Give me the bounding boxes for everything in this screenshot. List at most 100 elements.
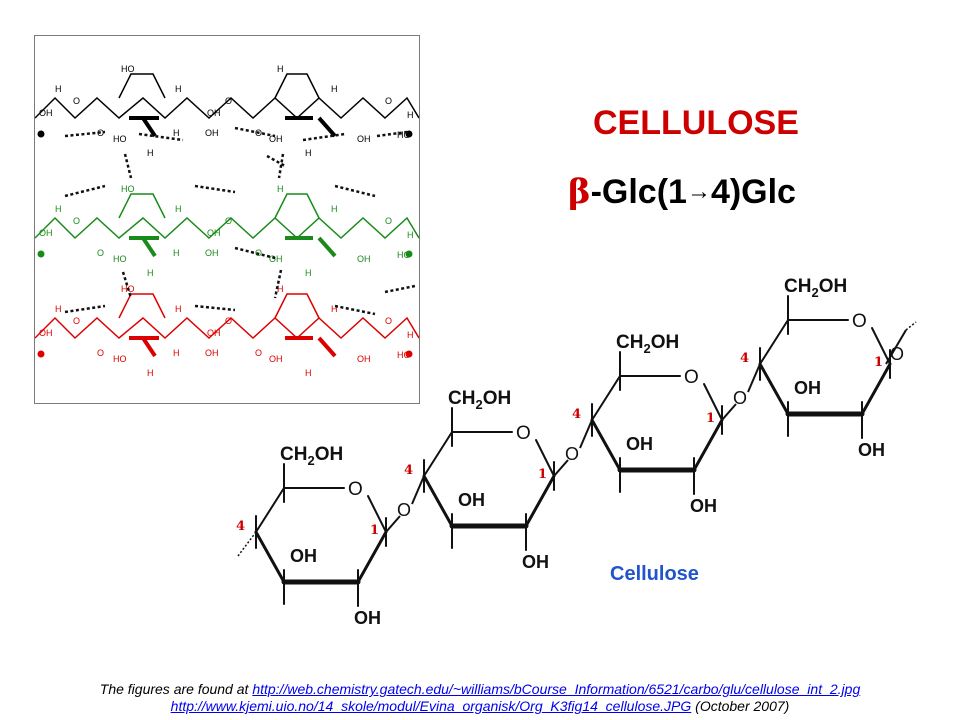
- atom-label: H: [331, 304, 338, 314]
- atom-label: HO: [113, 254, 127, 264]
- atom-label: H: [173, 248, 180, 258]
- hydrogen-bond: [121, 271, 133, 299]
- hydrogen-bond: [64, 184, 106, 198]
- atom-label: H: [173, 128, 180, 138]
- atom-label: O: [225, 316, 232, 326]
- linkage-subtitle: β-Glc(1→4)Glc: [568, 172, 796, 212]
- glycosidic-bond: [385, 515, 401, 533]
- hydrogen-bond: [234, 126, 276, 138]
- slide-title: CELLULOSE: [593, 104, 799, 142]
- footer-intro: The figures are found at: [99, 681, 253, 697]
- chain-end-dot: [37, 130, 45, 138]
- hydrogen-bond: [334, 184, 376, 198]
- chain-end-dot: [405, 250, 413, 258]
- atom-label: H: [305, 148, 312, 158]
- chain-end-dots: [237, 531, 257, 557]
- atom-label: OH: [39, 228, 53, 238]
- subtitle-suffix: 4)Glc: [710, 173, 796, 211]
- atom-label: H: [407, 230, 414, 240]
- bold-bond: [141, 236, 157, 258]
- ring-edge: [274, 73, 320, 99]
- ring-bond: [255, 487, 285, 533]
- atom-label: OH: [269, 354, 283, 364]
- hydroxyl-label: OH: [354, 608, 381, 628]
- chain-end-dot: [405, 130, 413, 138]
- ring-bond: [860, 362, 892, 416]
- position-4-label: 4: [740, 351, 749, 366]
- backbone-bonds: [34, 316, 420, 340]
- terminal-bond: [885, 329, 907, 365]
- glycosidic-bond: [747, 363, 761, 393]
- footer-line-2: http://www.kjemi.uio.no/14_skole/modul/E…: [0, 697, 960, 715]
- atom-label: OH: [207, 328, 221, 338]
- hydroxyl-label: OH: [522, 552, 549, 572]
- atom-label: H: [305, 368, 312, 378]
- ch2oh-tail: OH: [819, 276, 848, 297]
- bold-bond: [141, 336, 157, 358]
- atom-label: O: [225, 216, 232, 226]
- bold-bond: [317, 236, 337, 258]
- position-4-label: 4: [236, 519, 245, 534]
- hydroxyl-label: OH: [858, 440, 885, 460]
- atom-label: OH: [205, 128, 219, 138]
- atom-label: H: [55, 84, 62, 94]
- atom-label: O: [73, 216, 80, 226]
- atom-label: O: [225, 96, 232, 106]
- ch2oh-main: CH: [448, 388, 475, 409]
- atom-label: OH: [39, 328, 53, 338]
- subtitle-prefix: -Glc(1: [590, 173, 687, 211]
- ring-bond: [871, 327, 891, 365]
- hydrogen-bond: [194, 304, 236, 312]
- ring-bond: [703, 383, 723, 421]
- source-link-1[interactable]: http://web.chemistry.gatech.edu/~william…: [252, 681, 861, 697]
- ch2oh-sub: 2: [475, 397, 482, 412]
- hydrogen-bond: [273, 269, 283, 299]
- hydrogen-bond: [266, 154, 286, 168]
- chain-end-dot: [37, 250, 45, 258]
- position-4-label: 4: [404, 463, 413, 478]
- atom-label: O: [97, 248, 104, 258]
- ring-edge: [118, 293, 166, 319]
- atom-label: H: [407, 110, 414, 120]
- atom-label: OH: [39, 108, 53, 118]
- ring-bond: [423, 431, 453, 477]
- atom-label: H: [277, 184, 284, 194]
- strands-svg: OOOOOHOOHHHHHHOOHOHOHHHHHOOHHOOOOOHOOHHH…: [34, 64, 420, 378]
- atom-label: O: [385, 96, 392, 106]
- ring-edge: [274, 293, 320, 319]
- position-1-label: 1: [706, 411, 715, 426]
- atom-label: H: [331, 204, 338, 214]
- atom-label: OH: [205, 248, 219, 258]
- atom-label: OH: [205, 348, 219, 358]
- atom-label: OH: [357, 254, 371, 264]
- hydrogen-bond: [277, 153, 285, 179]
- ring-oxygen-label: O: [516, 423, 531, 444]
- atom-label: HO: [397, 130, 411, 140]
- arrow-symbol: →: [686, 178, 711, 205]
- glycosidic-bond: [721, 403, 737, 421]
- ring-bond: [535, 439, 555, 477]
- chain-end-dots: [905, 321, 917, 331]
- ch2oh-main: CH: [616, 332, 643, 353]
- atom-label: HO: [121, 64, 135, 74]
- atom-label: O: [255, 348, 262, 358]
- bold-bond: [317, 336, 337, 358]
- hydrogen-bond-figure: OOOOOHOOHHHHHHOOHOHOHHHHHOOHHOOOOOHOOHHH…: [34, 35, 420, 404]
- glycosidic-bond: [411, 475, 425, 505]
- hydrogen-bond: [138, 132, 184, 142]
- glycosidic-oxygen-label: O: [565, 444, 579, 464]
- hydrogen-bond: [64, 130, 106, 138]
- atom-label: H: [55, 204, 62, 214]
- hydrogen-bond: [64, 304, 106, 314]
- hydroxyl-label: OH: [290, 546, 317, 566]
- hydroxyl-label: OH: [626, 434, 653, 454]
- ring-bond: [759, 319, 789, 365]
- ring-bond: [692, 418, 724, 472]
- source-link-2[interactable]: http://www.kjemi.uio.no/14_skole/modul/E…: [170, 698, 692, 714]
- ch2oh-label: CH2OH: [448, 388, 511, 412]
- glycosidic-bond: [553, 459, 569, 477]
